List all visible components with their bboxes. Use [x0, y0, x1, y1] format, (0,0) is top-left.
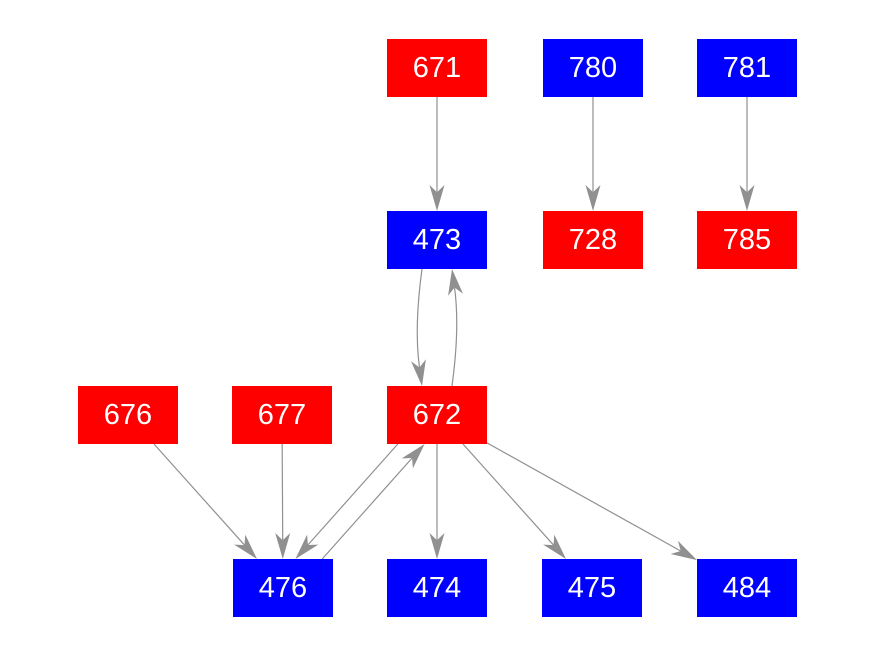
graph-node-484: 484 — [697, 559, 797, 617]
graph-node-475: 475 — [542, 559, 642, 617]
node-label: 676 — [103, 398, 153, 431]
graph-node-781: 781 — [697, 39, 797, 97]
edge-473-672 — [416, 268, 423, 368]
arrowhead-icon-780-728 — [585, 185, 601, 211]
graph-node-476: 476 — [233, 559, 333, 617]
arrowhead-icon-671-473 — [429, 185, 445, 211]
graph-node-671: 671 — [387, 39, 487, 97]
edge-672-484 — [486, 442, 681, 552]
graph-node-677: 677 — [232, 386, 332, 444]
edge-672-475 — [462, 443, 554, 546]
arrowhead-icon-781-785 — [739, 185, 755, 211]
node-label: 781 — [722, 51, 772, 84]
node-label: 785 — [722, 223, 772, 256]
arrowhead-icon-476-672 — [401, 444, 425, 469]
edge-677-476 — [281, 443, 284, 541]
arrowhead-icon-473-672 — [411, 359, 426, 386]
arrowhead-icon-672-475 — [543, 534, 566, 559]
node-label: 476 — [258, 571, 308, 604]
node-label: 671 — [412, 51, 462, 84]
edge-476-672 — [321, 457, 413, 560]
node-label: 473 — [412, 223, 462, 256]
graph-node-473: 473 — [387, 211, 487, 269]
node-label: 672 — [412, 398, 462, 431]
node-label: 677 — [257, 398, 307, 431]
edge-672-473 — [451, 287, 458, 387]
arrowhead-icon-672-476 — [295, 534, 319, 559]
node-label: 780 — [568, 51, 618, 84]
node-label: 475 — [567, 571, 617, 604]
node-label: 484 — [722, 571, 772, 604]
graph-node-785: 785 — [697, 211, 797, 269]
edge-676-476 — [153, 443, 245, 546]
graph-node-728: 728 — [543, 211, 643, 269]
graph-node-676: 676 — [78, 386, 178, 444]
arrowhead-icon-676-476 — [234, 534, 257, 559]
node-label: 728 — [568, 223, 618, 256]
graph-node-672: 672 — [387, 386, 487, 444]
arrowhead-icon-672-474 — [429, 533, 445, 559]
node-label: 474 — [412, 571, 462, 604]
arrowhead-icon-672-473 — [448, 269, 463, 296]
edge-672-476 — [307, 443, 399, 546]
graph-node-780: 780 — [543, 39, 643, 97]
arrowhead-icon-677-476 — [275, 533, 291, 559]
arrowhead-icon-672-484 — [670, 540, 697, 561]
graph-node-474: 474 — [387, 559, 487, 617]
